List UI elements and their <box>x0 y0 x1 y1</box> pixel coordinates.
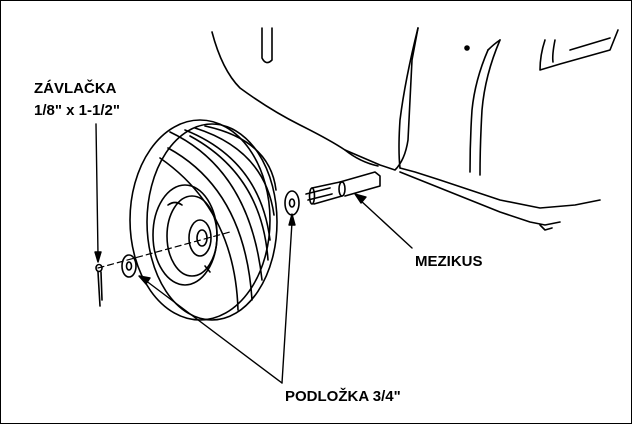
left-washer <box>121 254 137 278</box>
cotter-pin <box>95 263 103 307</box>
right-washer <box>284 190 300 216</box>
leader-lines <box>94 123 413 384</box>
wheel-tire <box>129 119 278 321</box>
spacer-label: MEZIKUS <box>415 253 483 270</box>
axis-centerline <box>97 231 231 269</box>
washer-label: PODLOŽKA 3/4" <box>285 388 401 405</box>
wheel-rim <box>152 184 218 286</box>
cotter-pin-size-label: 1/8" x 1-1/2" <box>34 102 120 119</box>
axle-spacer <box>305 171 381 205</box>
cotter-pin-label: ZÁVLAČKA <box>34 80 117 97</box>
mower-deck-body <box>211 27 619 231</box>
